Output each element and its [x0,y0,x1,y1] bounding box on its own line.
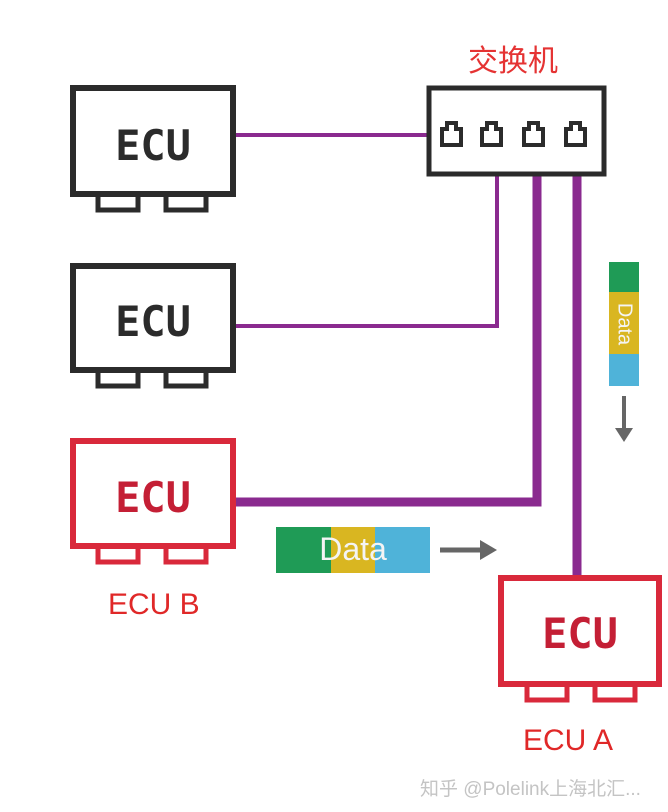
connections [234,133,582,578]
ecu-1-label: ECU [115,121,191,170]
ecu-1: ECU [70,85,236,213]
packet-segment-green [276,527,331,573]
switch-title: 交换机 [468,45,558,78]
ecu-b: ECU [70,438,236,565]
packet-segment-yellow [331,527,375,573]
ecu-1-body [70,85,236,197]
packet-label: Data [614,303,636,346]
switch [426,85,607,177]
ecu-2: ECU [70,263,236,389]
switch-port-icon [564,121,587,147]
packet-segment-blue [609,354,639,386]
ecu-2-label: ECU [115,297,191,346]
switch-port-icon [440,121,463,147]
ecu-b-caption: ECU B [108,588,200,621]
ecu-a: ECU [498,575,662,703]
ecu-2-body [70,263,236,373]
ecu-b-body [70,438,236,549]
switch-port-icon [480,121,503,147]
link-ecu2-switch [234,146,499,328]
packet-label: Data [319,531,387,567]
packet-segment-blue [375,527,430,573]
ecu-a-caption: ECU A [523,724,614,757]
arrow-right-icon [440,540,497,560]
ecu-a-label: ECU [542,609,618,658]
arrow-down-icon [615,396,633,442]
switch-ports [440,121,587,147]
watermark: 知乎 @Polelink上海北汇... [420,779,641,800]
packet-segment-green [609,262,639,292]
ecu-b-label: ECU [115,473,191,522]
link-ecub-switch [234,146,542,507]
packet-segment-yellow [609,292,639,354]
switch-port-icon [522,121,545,147]
data-packet-vertical: Data [609,262,639,386]
ecu-a-body [498,575,662,687]
data-packet-horizontal: Data [276,527,430,573]
